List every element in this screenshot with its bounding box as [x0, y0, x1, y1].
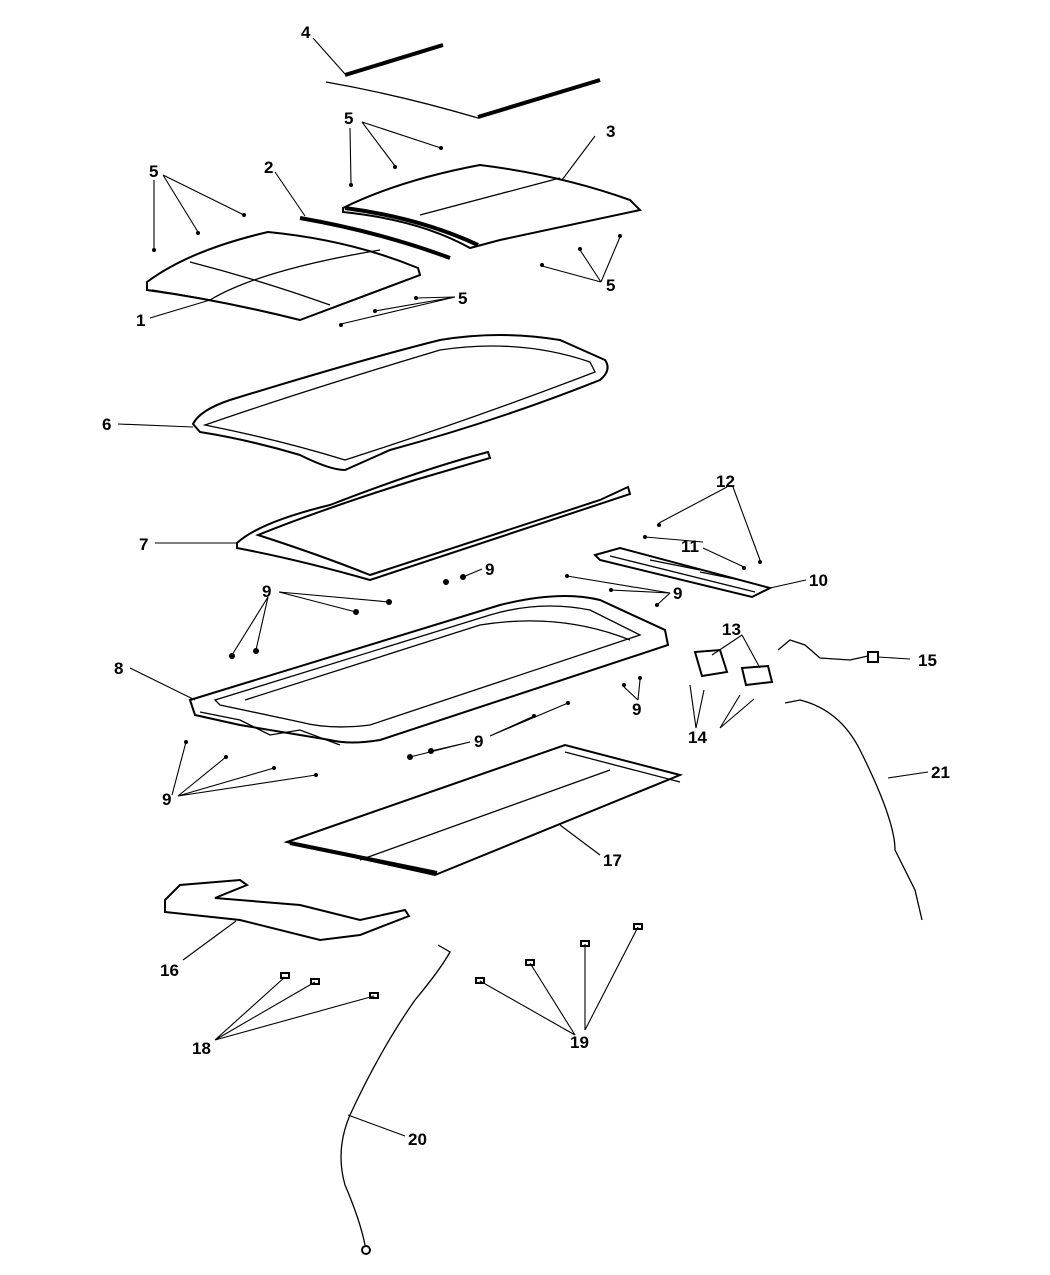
callout-6: 6 [102, 415, 111, 434]
part-10-bracket [593, 546, 773, 599]
callout-9: 9 [262, 582, 271, 601]
callout-13: 13 [722, 620, 741, 639]
callout-1: 1 [136, 311, 145, 330]
callout-17: 17 [603, 851, 622, 870]
part-3-rear-glass [342, 163, 643, 250]
callout-9: 9 [632, 700, 641, 719]
callout-5: 5 [458, 289, 467, 308]
part-15-harness [777, 639, 879, 663]
callout-3: 3 [606, 122, 615, 141]
callout-20: 20 [408, 1130, 427, 1149]
callout-18: 18 [192, 1039, 211, 1058]
part-13-motors [693, 648, 774, 687]
callout-14: 14 [688, 728, 707, 747]
callout-5: 5 [344, 109, 353, 128]
part-4-weatherstrip [325, 43, 601, 119]
callout-21: 21 [931, 763, 950, 782]
callout-19: 19 [570, 1033, 589, 1052]
part-1-front-glass [146, 230, 422, 322]
callout-5: 5 [149, 162, 158, 181]
callout-11: 11 [681, 537, 699, 556]
callout-15: 15 [918, 651, 937, 670]
callout-9: 9 [485, 560, 494, 579]
callout-12: 12 [716, 472, 735, 491]
callout-9: 9 [162, 790, 171, 809]
part-17-sunshade [283, 743, 684, 877]
part-16-front-trim [164, 878, 411, 942]
leader-lines [117, 37, 929, 1137]
part-20-drain-tube [340, 944, 451, 1255]
callout-7: 7 [139, 535, 148, 554]
part-6-perimeter-seal [191, 334, 609, 472]
part-21-drain-tube [784, 699, 923, 921]
part-8-frame [188, 595, 670, 746]
callout-8: 8 [114, 659, 123, 678]
callout-2: 2 [264, 158, 273, 177]
part-7-lower-seal [236, 450, 632, 582]
callout-5: 5 [606, 276, 615, 295]
callout-9: 9 [673, 584, 682, 603]
callout-9: 9 [474, 732, 483, 751]
callout-10: 10 [809, 571, 828, 590]
part-2-seal-strip [299, 216, 451, 260]
callout-16: 16 [160, 961, 179, 980]
callout-4: 4 [301, 23, 311, 42]
callout-labels: 4 5 3 2 5 5 5 1 6 12 7 11 9 10 9 9 13 15… [102, 23, 950, 1149]
